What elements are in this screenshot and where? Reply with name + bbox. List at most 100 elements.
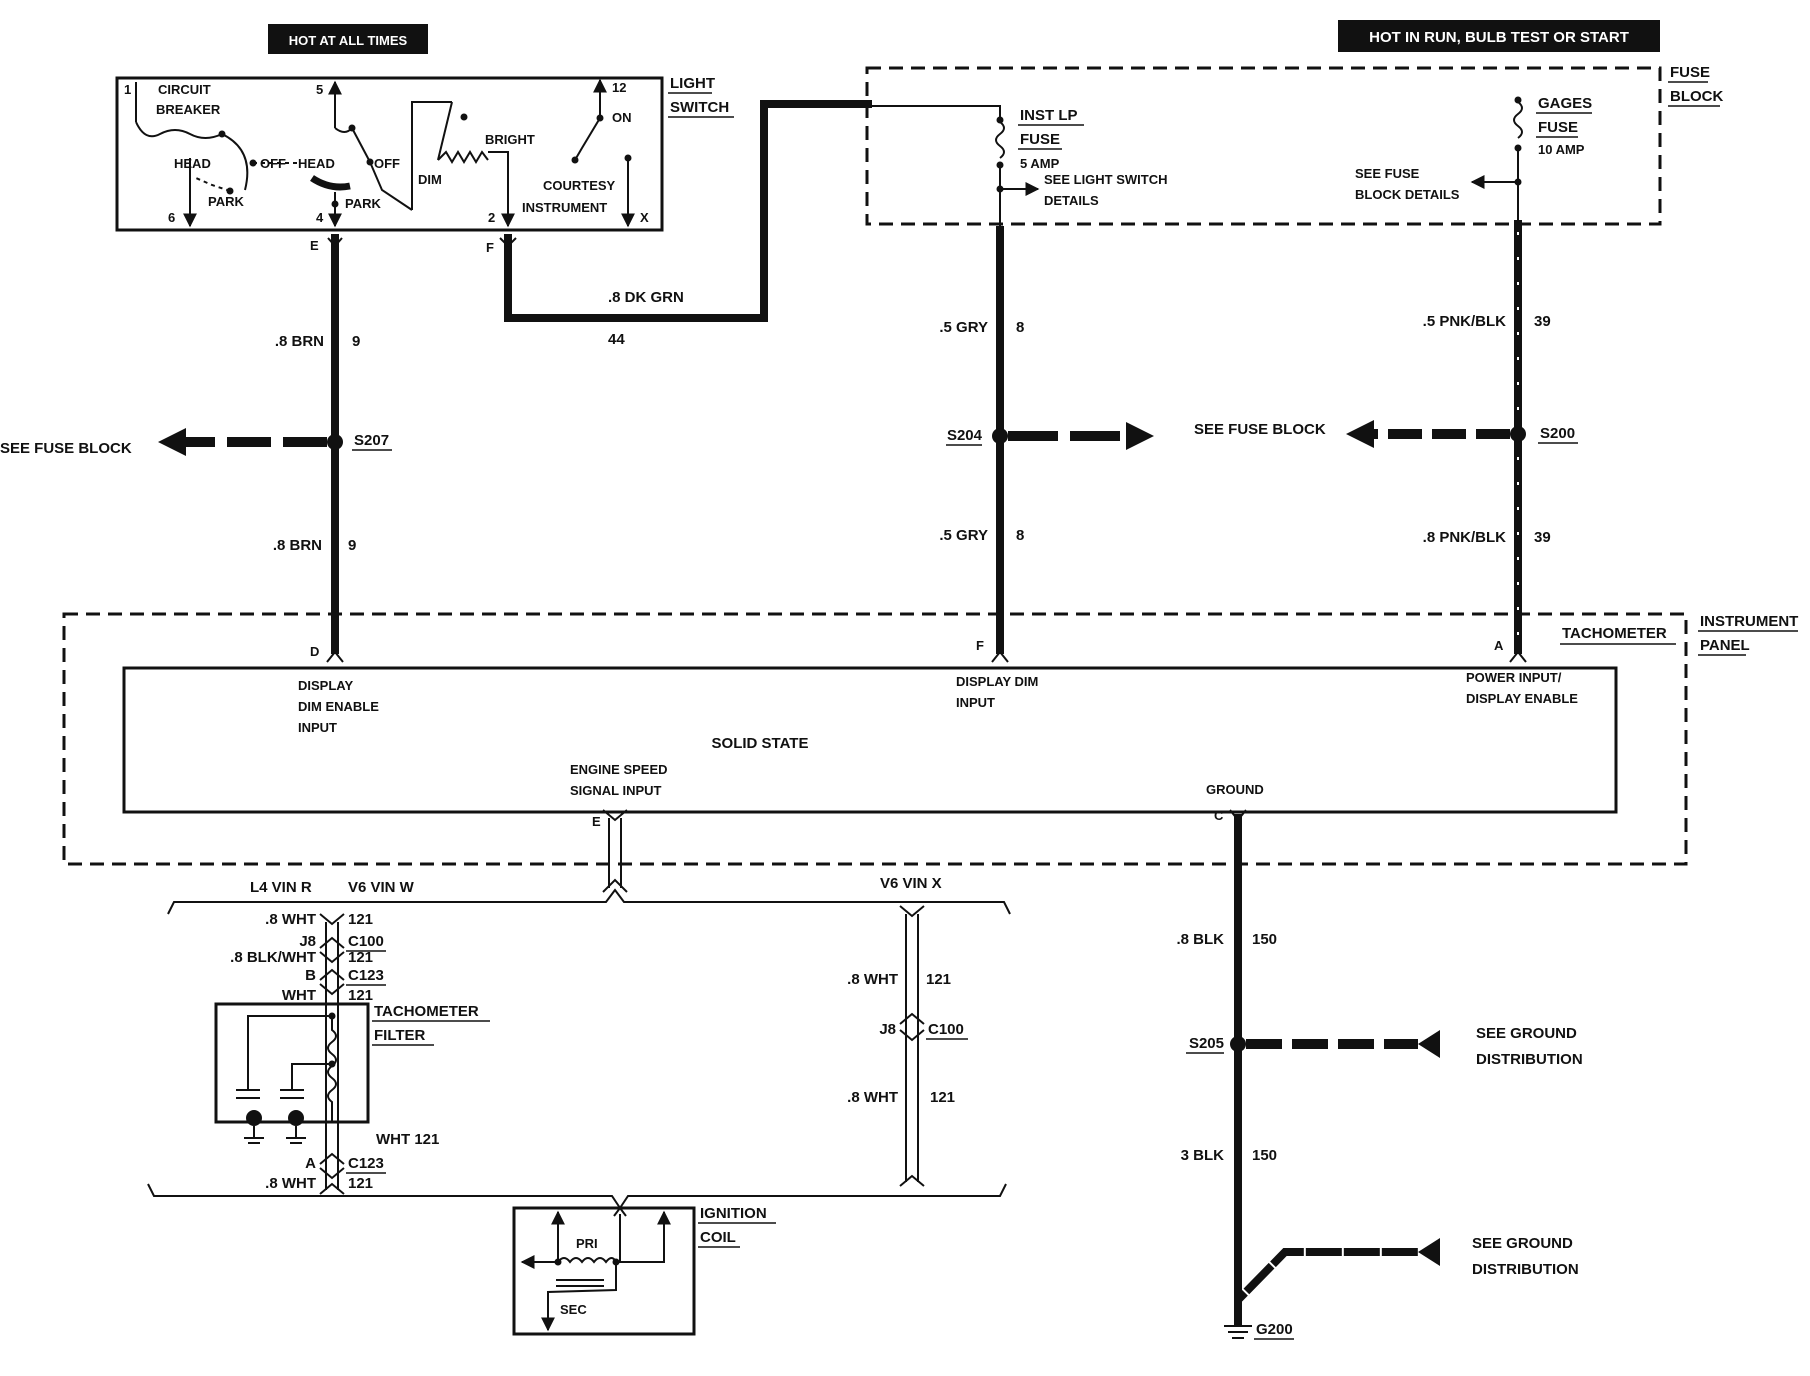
- svg-text:SEC: SEC: [560, 1302, 587, 1317]
- svg-text:SWITCH: SWITCH: [670, 99, 729, 116]
- svg-text:.5 PNK/BLK: .5 PNK/BLK: [1423, 313, 1507, 330]
- svg-text:INSTRUMENT: INSTRUMENT: [1700, 613, 1798, 630]
- svg-text:SIGNAL INPUT: SIGNAL INPUT: [570, 783, 662, 798]
- svg-text:E: E: [592, 814, 601, 829]
- svg-text:.8 BLK: .8 BLK: [1176, 931, 1224, 948]
- svg-text:44: 44: [608, 331, 625, 348]
- svg-text:G200: G200: [1256, 1321, 1293, 1338]
- svg-text:PANEL: PANEL: [1700, 637, 1750, 654]
- svg-text:39: 39: [1534, 529, 1551, 546]
- svg-text:.8 WHT: .8 WHT: [265, 1175, 316, 1192]
- svg-text:4: 4: [316, 210, 324, 225]
- svg-text:121: 121: [930, 1089, 955, 1106]
- svg-text:10 AMP: 10 AMP: [1538, 142, 1585, 157]
- svg-text:S204: S204: [947, 427, 983, 444]
- svg-text:.8 WHT: .8 WHT: [847, 971, 898, 988]
- svg-text:LIGHT: LIGHT: [670, 75, 715, 92]
- svg-text:.8 PNK/BLK: .8 PNK/BLK: [1423, 529, 1507, 546]
- svg-text:8: 8: [1016, 527, 1024, 544]
- svg-text:5 AMP: 5 AMP: [1020, 156, 1060, 171]
- svg-text:V6 VIN W: V6 VIN W: [348, 879, 415, 896]
- hot-at-all-times-banner: HOT AT ALL TIMES: [268, 24, 428, 54]
- svg-text:SEE FUSE: SEE FUSE: [1355, 166, 1420, 181]
- svg-text:SEE FUSE BLOCK: SEE FUSE BLOCK: [1194, 421, 1326, 438]
- svg-text:S207: S207: [354, 432, 389, 449]
- svg-text:C123: C123: [348, 1155, 384, 1172]
- svg-text:IGNITION: IGNITION: [700, 1205, 767, 1222]
- svg-text:TACHOMETER: TACHOMETER: [374, 1003, 479, 1020]
- svg-text:39: 39: [1534, 313, 1551, 330]
- svg-text:DISPLAY ENABLE: DISPLAY ENABLE: [1466, 691, 1578, 706]
- svg-text:9: 9: [348, 537, 356, 554]
- svg-text:FUSE: FUSE: [1538, 119, 1578, 136]
- svg-text:DIM: DIM: [418, 172, 442, 187]
- svg-text:.8 WHT: .8 WHT: [265, 911, 316, 928]
- svg-text:TACHOMETER: TACHOMETER: [1562, 625, 1667, 642]
- svg-text:BREAKER: BREAKER: [156, 102, 221, 117]
- svg-text:SEE GROUND: SEE GROUND: [1476, 1025, 1577, 1042]
- svg-text:CIRCUIT: CIRCUIT: [158, 82, 211, 97]
- svg-text:DISTRIBUTION: DISTRIBUTION: [1472, 1261, 1579, 1278]
- hot-in-run-banner: HOT IN RUN, BULB TEST OR START: [1338, 20, 1660, 52]
- svg-text:J8: J8: [879, 1021, 896, 1038]
- svg-text:A: A: [1494, 638, 1504, 653]
- svg-text:L4 VIN R: L4 VIN R: [250, 879, 312, 896]
- svg-text:.8 BLK/WHT: .8 BLK/WHT: [230, 949, 316, 966]
- svg-text:X: X: [640, 210, 649, 225]
- svg-text:F: F: [486, 240, 494, 255]
- svg-text:5: 5: [316, 82, 323, 97]
- svg-text:SEE FUSE BLOCK: SEE FUSE BLOCK: [0, 440, 132, 457]
- svg-text:C100: C100: [348, 933, 384, 950]
- fuse-block: FUSE BLOCK INST LP FUSE 5 AMP SEE LIGHT …: [865, 64, 1723, 230]
- svg-text:E: E: [310, 238, 319, 253]
- svg-text:121: 121: [926, 971, 951, 988]
- svg-text:SEE GROUND: SEE GROUND: [1472, 1235, 1573, 1252]
- svg-text:V6 VIN X: V6 VIN X: [880, 875, 942, 892]
- svg-text:F: F: [976, 638, 984, 653]
- svg-text:INPUT: INPUT: [298, 720, 337, 735]
- svg-text:.5 GRY: .5 GRY: [939, 319, 988, 336]
- svg-text:121: 121: [348, 987, 373, 1004]
- svg-text:COIL: COIL: [700, 1229, 736, 1246]
- svg-text:C100: C100: [928, 1021, 964, 1038]
- svg-text:150: 150: [1252, 1147, 1277, 1164]
- svg-text:1: 1: [124, 82, 131, 97]
- svg-text:INSTRUMENT: INSTRUMENT: [522, 200, 607, 215]
- svg-text:HOT AT ALL TIMES: HOT AT ALL TIMES: [289, 33, 408, 48]
- svg-text:DIM ENABLE: DIM ENABLE: [298, 699, 379, 714]
- svg-text:POWER INPUT/: POWER INPUT/: [1466, 670, 1562, 685]
- svg-text:2: 2: [488, 210, 495, 225]
- svg-text:.8 BRN: .8 BRN: [275, 333, 324, 350]
- svg-text:SEE LIGHT SWITCH: SEE LIGHT SWITCH: [1044, 172, 1168, 187]
- svg-text:ENGINE SPEED: ENGINE SPEED: [570, 762, 668, 777]
- svg-text:ON: ON: [612, 110, 632, 125]
- svg-text:.8 DK GRN: .8 DK GRN: [608, 289, 684, 306]
- svg-text:COURTESY: COURTESY: [543, 178, 616, 193]
- svg-text:.5 GRY: .5 GRY: [939, 527, 988, 544]
- svg-text:HEAD: HEAD: [174, 156, 211, 171]
- svg-text:INST LP: INST LP: [1020, 107, 1078, 124]
- svg-text:WHT: WHT: [282, 987, 316, 1004]
- lower-harness: L4 VIN R V6 VIN W V6 VIN X .8 WHT 121 J8…: [147, 875, 1011, 1336]
- svg-text:BLOCK DETAILS: BLOCK DETAILS: [1355, 187, 1460, 202]
- svg-text:S200: S200: [1540, 425, 1575, 442]
- svg-text:OFF: OFF: [260, 156, 286, 171]
- svg-text:D: D: [310, 644, 319, 659]
- wire-labels: .8 BRN 9 .8 BRN 9 .8 DK GRN 44 .5 GRY 8 …: [273, 289, 1551, 1164]
- svg-text:GAGES: GAGES: [1538, 95, 1592, 112]
- svg-text:SOLID STATE: SOLID STATE: [712, 735, 809, 752]
- svg-text:B: B: [305, 967, 316, 984]
- svg-text:WHT 121: WHT 121: [376, 1131, 439, 1148]
- tachometer: INSTRUMENT PANEL TACHOMETER SOLID STATE …: [62, 612, 1798, 866]
- svg-text:BRIGHT: BRIGHT: [485, 132, 535, 147]
- wiring: [326, 100, 1527, 1326]
- svg-text:.8 WHT: .8 WHT: [847, 1089, 898, 1106]
- svg-text:FILTER: FILTER: [374, 1027, 426, 1044]
- svg-text:PARK: PARK: [208, 194, 244, 209]
- svg-text:C: C: [1214, 808, 1224, 823]
- svg-text:A: A: [305, 1155, 316, 1172]
- svg-text:HOT IN RUN, BULB TEST OR START: HOT IN RUN, BULB TEST OR START: [1369, 29, 1629, 46]
- svg-text:BLOCK: BLOCK: [1670, 88, 1723, 105]
